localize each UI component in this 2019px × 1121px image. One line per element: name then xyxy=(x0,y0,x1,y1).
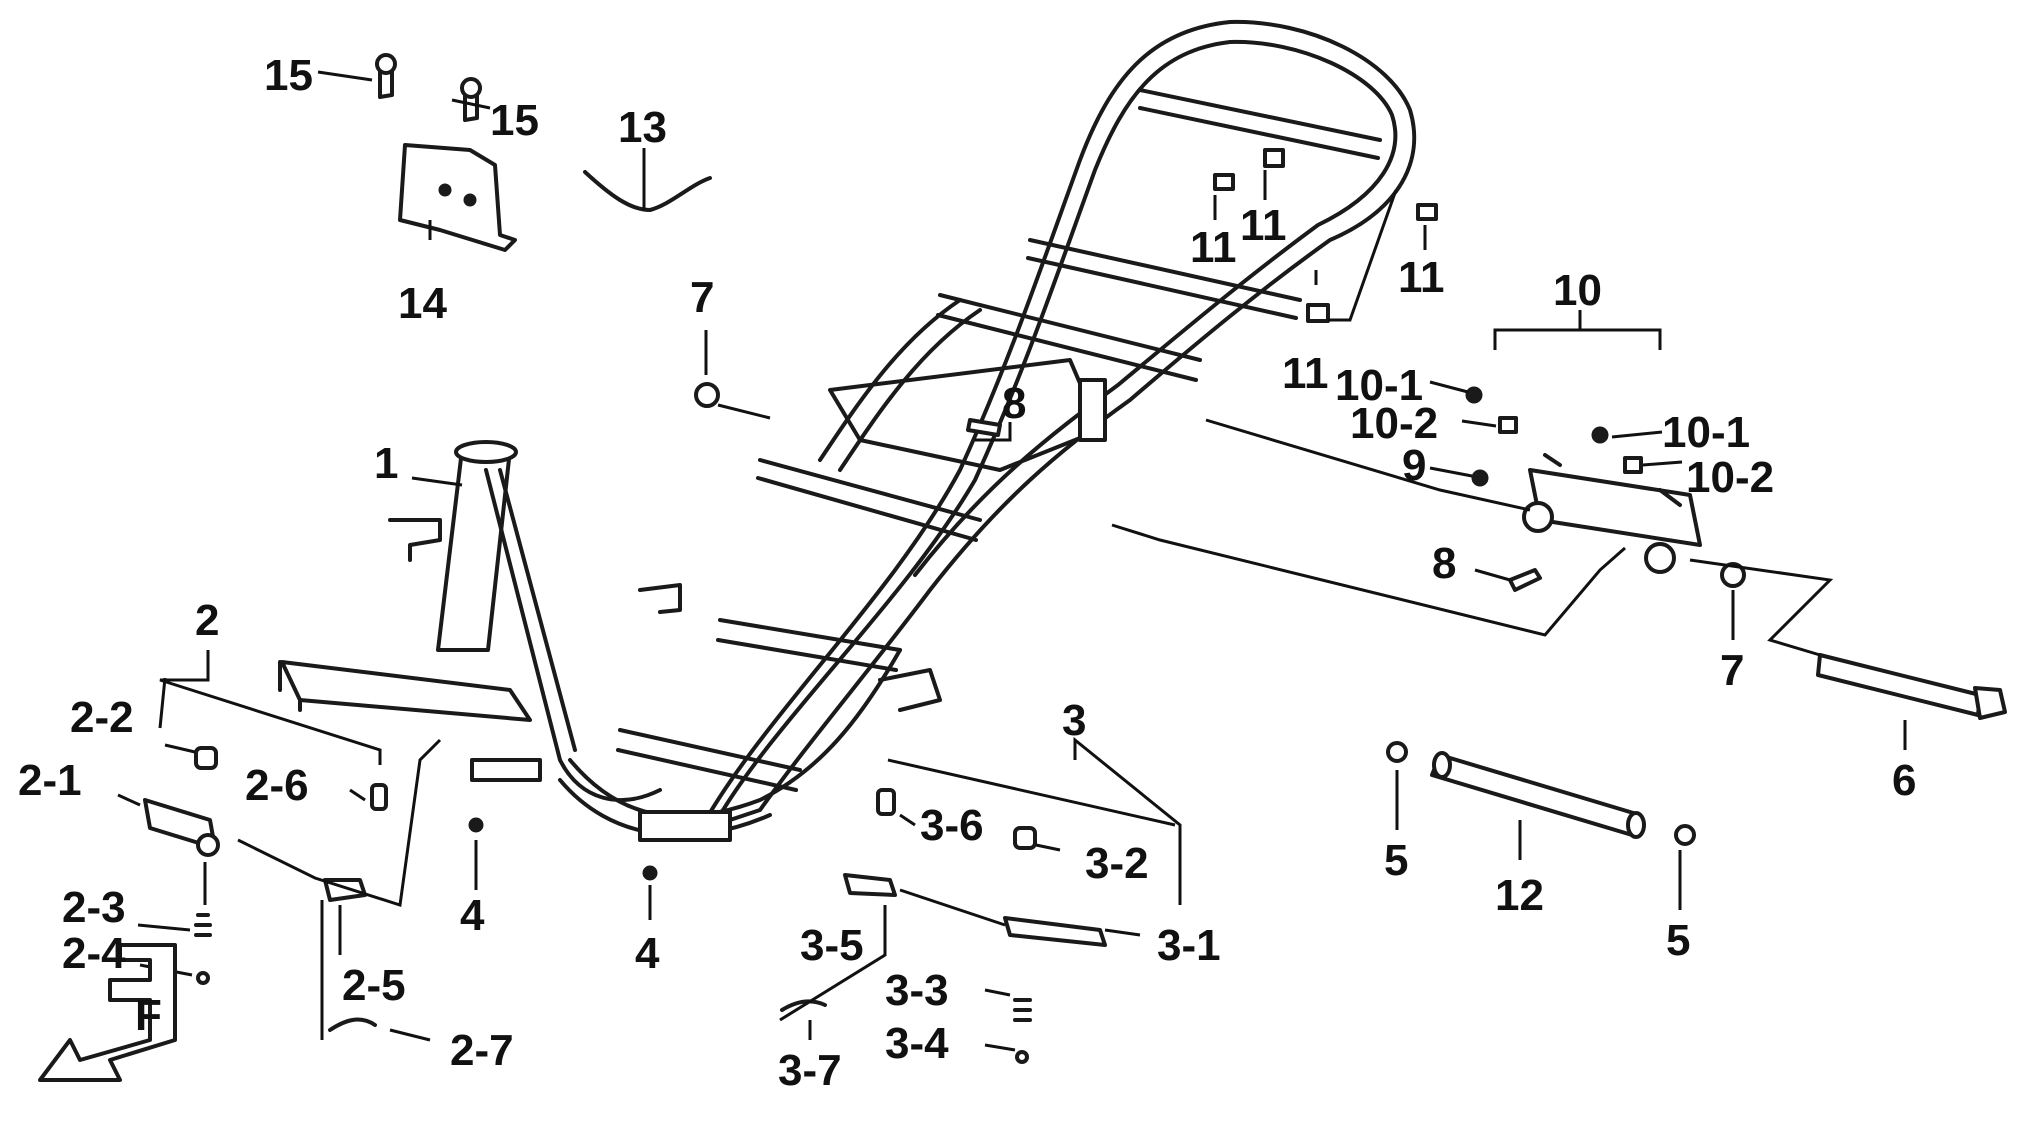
callout-8b: 8 xyxy=(1432,539,1456,588)
callout-10-2a: 10-2 xyxy=(1350,399,1438,448)
callout-15a: 15 xyxy=(264,51,313,100)
callout-labels: 15 15 13 14 7 1 8 11 11 11 11 10 10-1 10… xyxy=(18,51,1916,1095)
front-indicator-label: F xyxy=(135,991,162,1040)
callout-3-6: 3-6 xyxy=(920,801,984,850)
callout-9: 9 xyxy=(1402,441,1426,490)
leader-lines xyxy=(117,70,1907,1052)
callout-2-3: 2-3 xyxy=(62,883,126,932)
callout-15b: 15 xyxy=(490,96,539,145)
callout-3-7: 3-7 xyxy=(778,1046,842,1095)
bracket-14 xyxy=(375,53,517,252)
callout-2-6: 2-6 xyxy=(245,761,309,810)
callout-4b: 4 xyxy=(635,929,660,978)
footpeg-assembly-3 xyxy=(780,788,1107,1064)
callout-3-3: 3-3 xyxy=(885,966,949,1015)
callout-7a: 7 xyxy=(690,273,714,322)
callout-3-5: 3-5 xyxy=(800,921,864,970)
callout-2-5: 2-5 xyxy=(342,961,406,1010)
callout-13: 13 xyxy=(618,103,667,152)
callout-2-7: 2-7 xyxy=(450,1026,514,1075)
footpeg-assembly-2 xyxy=(143,746,388,1032)
cable-13 xyxy=(583,170,712,212)
front-arrow-indicator: F xyxy=(38,943,177,1082)
callout-2-2: 2-2 xyxy=(70,693,134,742)
callout-10-2b: 10-2 xyxy=(1686,453,1774,502)
callout-11a: 11 xyxy=(1190,223,1237,272)
main-frame xyxy=(278,19,1417,842)
hardware xyxy=(468,148,2007,881)
callout-10-1a: 10-1 xyxy=(1335,361,1423,410)
callout-2-1: 2-1 xyxy=(18,756,82,805)
callout-4a: 4 xyxy=(460,891,485,940)
callout-1: 1 xyxy=(374,439,398,488)
callout-5b: 5 xyxy=(1666,916,1690,965)
callout-11b: 11 xyxy=(1240,201,1287,250)
callout-10-1b: 10-1 xyxy=(1662,408,1750,457)
callout-11c: 11 xyxy=(1398,253,1445,302)
callout-7b: 7 xyxy=(1720,646,1744,695)
callout-2: 2 xyxy=(195,596,219,645)
callout-5a: 5 xyxy=(1384,836,1408,885)
callout-12: 12 xyxy=(1495,871,1544,920)
callout-3-4: 3-4 xyxy=(885,1019,949,1068)
callout-2-4: 2-4 xyxy=(62,929,126,978)
callout-10: 10 xyxy=(1553,266,1602,315)
callout-3-2: 3-2 xyxy=(1085,839,1149,888)
callout-3: 3 xyxy=(1062,696,1086,745)
callout-6: 6 xyxy=(1892,756,1916,805)
callout-8a: 8 xyxy=(1002,379,1026,428)
callout-3-1: 3-1 xyxy=(1157,921,1221,970)
callout-14: 14 xyxy=(398,279,447,328)
callout-11d: 11 xyxy=(1282,349,1329,398)
